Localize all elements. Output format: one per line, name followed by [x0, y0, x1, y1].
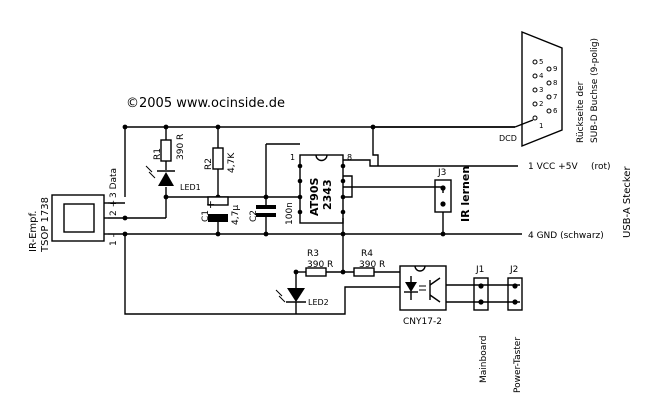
subd-pin-7: 7: [553, 93, 557, 101]
r4-value: 390 R: [359, 260, 385, 270]
subd-title-1: Rückseite der: [576, 81, 586, 143]
usb-label: USB-A Stecker: [622, 166, 633, 238]
j3-name: J3: [437, 168, 446, 178]
jumper-j2: J2 Power-Taster: [507, 265, 523, 393]
resistor-r3: R3 390 R: [305, 249, 333, 277]
r3-value: 390 R: [307, 260, 333, 270]
j3-label: IR lernen: [459, 166, 472, 222]
wiring: [108, 126, 522, 315]
sub-d-pin-group: 5 4 3 2 1 9 8 7 6: [532, 58, 558, 130]
c2-name: C2: [249, 210, 259, 222]
subd-pin-6: 6: [553, 107, 558, 115]
capacitor-c2: C2 100n: [249, 202, 295, 225]
ic-pin8: 8: [347, 153, 352, 162]
ir-receiver-label-1: IR-Empf.: [28, 211, 39, 252]
jumper-j3: J3 IR lernen: [434, 166, 472, 222]
subd-pin-2: 2: [539, 100, 543, 108]
ir-receiver-pin3: 3 Data: [109, 168, 119, 198]
j1-name: J1: [475, 265, 484, 275]
capacitor-c1: C1 + 4,7µ: [201, 196, 241, 225]
c1-value: 4,7µ: [231, 205, 241, 225]
c1-name: C1: [201, 210, 211, 222]
resistor-r2: R2 4,7K: [204, 147, 237, 173]
j2-name: J2: [509, 265, 518, 275]
subd-pin-4: 4: [539, 72, 544, 80]
gnd-label: 4 GND (schwarz): [528, 231, 604, 241]
r2-name: R2: [204, 158, 214, 170]
subd-pin-3: 3: [539, 86, 543, 94]
r3-name: R3: [307, 249, 319, 259]
ir-receiver: IR-Empf. TSOP 1738 3 Data 2 + 1 -: [28, 168, 119, 253]
led1-label: LED1: [180, 183, 201, 192]
sub-d-connector: 5 4 3 2 1 9 8 7 6 Rückseite der SUB-D Bu…: [514, 30, 600, 148]
dcd-label: DCD: [499, 134, 517, 143]
j2-label: Power-Taster: [513, 337, 523, 393]
j1-label: Mainboard: [479, 336, 489, 383]
r4-name: R4: [361, 249, 373, 259]
subd-pin-8: 8: [553, 79, 557, 87]
subd-pin-9: 9: [553, 65, 557, 73]
ic-pin1: 1: [290, 153, 295, 162]
led1: LED1: [145, 165, 201, 192]
ir-receiver-body: [51, 194, 105, 242]
subd-title-2: SUB-D Buchse (9-polig): [590, 38, 600, 143]
resistor-r1: R1 390 R: [153, 134, 186, 162]
c2-value: 100n: [285, 202, 295, 225]
ic-part: AT90S: [308, 178, 321, 216]
subd-pin-5: 5: [539, 58, 543, 66]
led2-label: LED2: [308, 298, 329, 307]
vcc-color: (rot): [591, 162, 611, 172]
ir-receiver-pin1: 1 -: [109, 234, 119, 246]
jumper-j1: J1 Mainboard: [473, 265, 489, 383]
ir-receiver-lens: [63, 203, 95, 233]
subd-pin-1: 1: [539, 122, 543, 130]
vcc-label: 1 VCC +5V: [528, 162, 578, 172]
led2: LED2: [275, 288, 329, 307]
optocoupler-cny17-2: CNY17-2: [399, 265, 447, 327]
resistor-r4: R4 390 R: [353, 249, 385, 277]
microcontroller-at90s2343: 1 8 AT90S 2343: [290, 153, 352, 224]
opto-label: CNY17-2: [403, 317, 442, 327]
r2-value: 4,7K: [227, 152, 237, 173]
ir-receiver-pin2: 2 +: [109, 200, 119, 216]
junctions: [122, 124, 446, 275]
r1-name: R1: [153, 148, 163, 160]
ic-number: 2343: [321, 179, 334, 210]
r1-value: 390 R: [176, 134, 186, 160]
copyright-text: ©2005 www.ocinside.de: [126, 96, 285, 111]
c1-plus: +: [206, 198, 215, 211]
ir-receiver-label-2: TSOP 1738: [40, 197, 51, 253]
